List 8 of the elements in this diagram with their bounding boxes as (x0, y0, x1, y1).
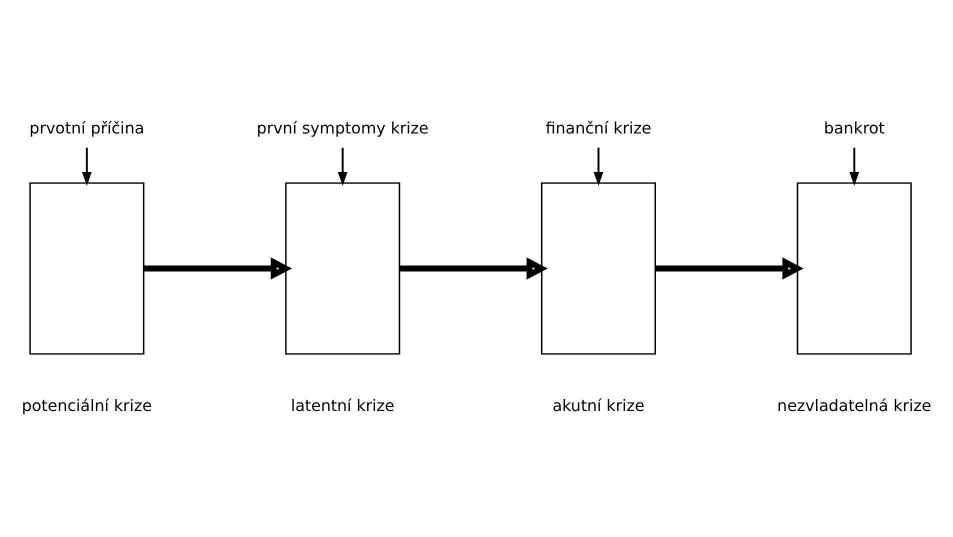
node-text: finanční krize (546, 118, 652, 138)
node-label: nezvladatelná krize (777, 396, 932, 416)
node-label: potenciální krize (22, 396, 152, 416)
node-text: bankrot (824, 118, 885, 138)
node-label: latentní krize (290, 396, 394, 416)
node-text: první symptomy krize (256, 118, 429, 138)
node-label: akutní krize (552, 396, 644, 416)
node-text: prvotní příčina (29, 118, 144, 138)
